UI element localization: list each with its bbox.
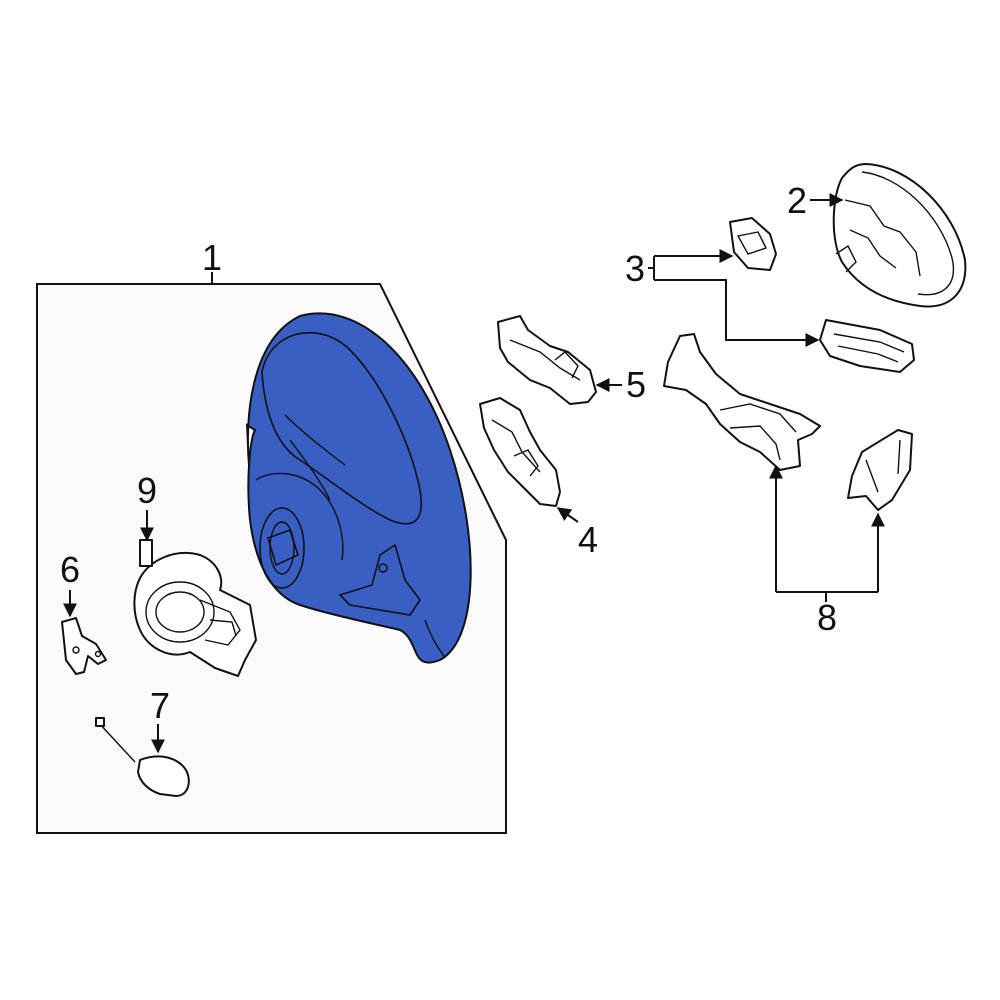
callout-4: 4 bbox=[578, 519, 598, 560]
callout-8: 8 bbox=[817, 597, 837, 638]
leader-line-3-lower bbox=[654, 279, 820, 347]
airbag-module[interactable] bbox=[832, 163, 967, 308]
steering-wheel[interactable] bbox=[245, 312, 472, 664]
switch-part-3-upper[interactable] bbox=[729, 217, 777, 271]
switch-part-3-lower[interactable] bbox=[819, 319, 915, 373]
callout-9: 9 bbox=[137, 470, 157, 511]
trim-cover-right[interactable] bbox=[847, 429, 913, 511]
callout-1: 1 bbox=[202, 237, 222, 278]
clock-spring[interactable] bbox=[133, 539, 257, 677]
callout-7: 7 bbox=[150, 685, 170, 726]
trim-cover-left[interactable] bbox=[663, 333, 821, 471]
callout-3: 3 bbox=[625, 248, 645, 289]
callout-6: 6 bbox=[60, 549, 80, 590]
leader-line-4 bbox=[556, 507, 579, 523]
callout-2: 2 bbox=[787, 180, 807, 221]
cover-part-7[interactable] bbox=[95, 717, 190, 797]
bracket-part-6[interactable] bbox=[61, 617, 107, 675]
switch-part-4[interactable] bbox=[479, 397, 561, 507]
switch-part-5[interactable] bbox=[497, 315, 597, 405]
callout-5: 5 bbox=[626, 364, 646, 405]
